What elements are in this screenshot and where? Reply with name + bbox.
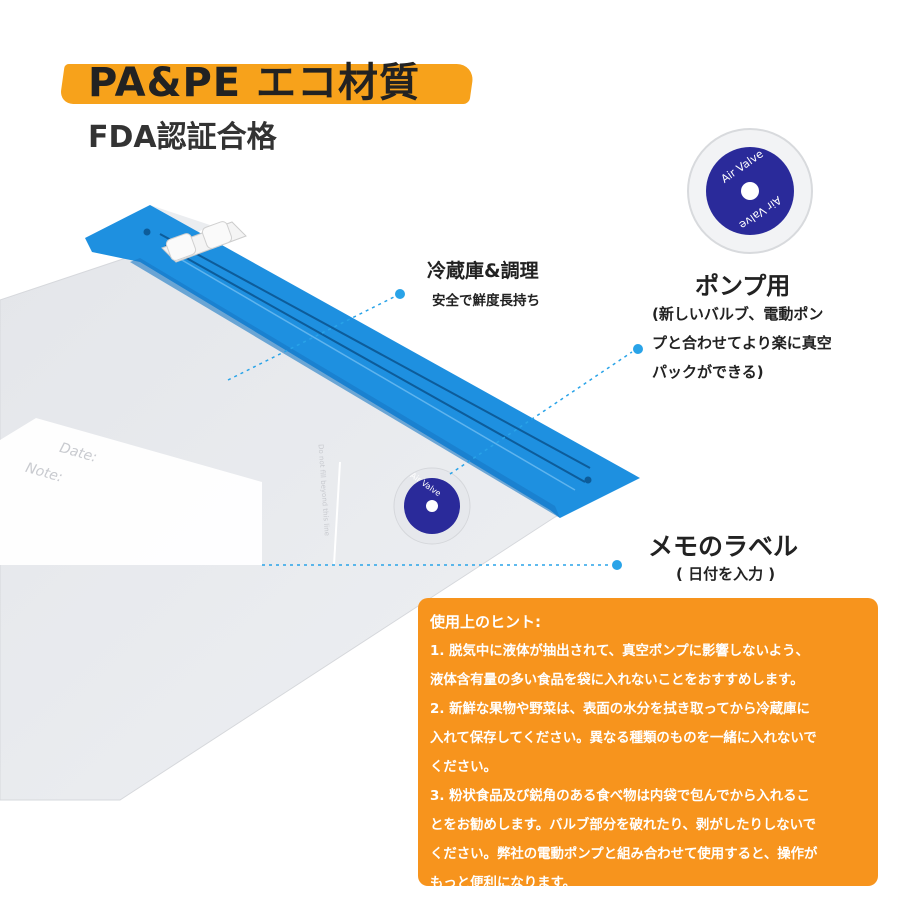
tips-line: もっと便利になります。 bbox=[430, 876, 576, 891]
callout-fridge-title: 冷蔵庫&調理 bbox=[427, 260, 539, 282]
page-title: PA&PE エコ材質 bbox=[88, 60, 421, 106]
callout-dot-pump bbox=[633, 344, 643, 354]
tips-line: 1. 脱気中に液体が抽出されて、真空ポンプに影響しないよう、 bbox=[430, 644, 809, 659]
callout-pump-sub-1: (新しいバルブ、電動ポン bbox=[652, 305, 824, 323]
zipper-strip bbox=[85, 205, 640, 518]
memo-label-area bbox=[0, 418, 262, 565]
tips-line: 3. 粉状食品及び鋭角のある食べ物は内袋で包んでから入れるこ bbox=[430, 789, 810, 804]
callout-dot-memo bbox=[612, 560, 622, 570]
tips-heading: 使用上のヒント: bbox=[430, 613, 541, 631]
air-valve-closeup bbox=[687, 128, 813, 254]
bag-valve bbox=[393, 467, 471, 545]
callout-memo-sub: ( 日付を入力 ) bbox=[676, 565, 776, 583]
tips-line: 入れて保存してください。異なる種類のものを一緒に入れないで bbox=[430, 731, 817, 746]
tips-line: ください。 bbox=[430, 760, 497, 775]
callout-dot-fridge bbox=[395, 289, 405, 299]
callout-memo-title: メモのラベル bbox=[648, 532, 799, 561]
callout-fridge-sub: 安全で鮮度長持ち bbox=[432, 293, 540, 309]
page-subtitle: FDA認証合格 bbox=[88, 120, 277, 155]
tips-line: 2. 新鮮な果物や野菜は、表面の水分を拭き取ってから冷蔵庫に bbox=[430, 702, 810, 717]
zipper-slider bbox=[161, 221, 247, 263]
tips-line: 液体含有量の多い食品を袋に入れないことをおすすめします。 bbox=[430, 673, 804, 688]
callout-pump-sub-3: パックができる) bbox=[652, 363, 764, 381]
callout-pump-title: ポンプ用 bbox=[695, 272, 791, 300]
tips-line: ください。弊社の電動ポンプと組み合わせて使用すると、操作が bbox=[430, 847, 818, 862]
callout-pump-sub-2: プと合わせてより楽に真空 bbox=[652, 334, 832, 352]
usage-tips-box: 使用上のヒント: 1. 脱気中に液体が抽出されて、真空ポンプに影響しないよう、 … bbox=[418, 598, 878, 891]
tips-line: とをお勧めします。バルブ部分を破れたり、剥がしたりしないで bbox=[430, 818, 817, 833]
